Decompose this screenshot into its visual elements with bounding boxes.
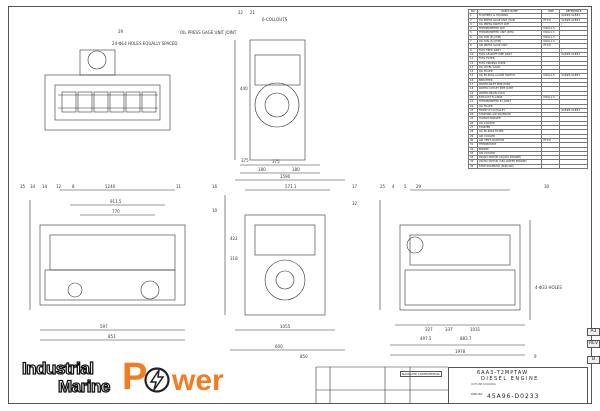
part-name: STOP SOLENOID (RUN-ON) [476, 163, 543, 170]
confidential-stamp: NAVIGATE CONFIDENTIAL [400, 371, 443, 377]
part-reference: SAE#0-SAE#1 [559, 51, 588, 58]
callout: 30 [544, 184, 550, 189]
part-reference: SAE#0-SAE#1 [559, 73, 588, 79]
part-reference: SAE#0-SAE#1 [559, 17, 588, 23]
right-side-engine-view [379, 189, 531, 356]
drawing-number-label: DWG NO [471, 393, 483, 396]
callout: 25 [380, 184, 386, 189]
dimension: 1055 [280, 324, 291, 329]
front-engine-view [224, 179, 345, 351]
callout-label: 6-COLLOUTS [262, 17, 288, 22]
logo-line-1: Industrial [21, 359, 94, 378]
dimension: 375 [272, 159, 280, 164]
dimension: 600 [275, 344, 283, 349]
side-tag: B [587, 356, 600, 364]
dimension: 180 [258, 167, 266, 172]
dimension: 497.5 [420, 336, 432, 341]
callout: 17 [352, 184, 358, 189]
callout-label: OIL PRESS GAGE UNIT JOINT [180, 30, 237, 35]
model-number: 6AA3-T2MPTAW [477, 370, 529, 376]
callout: 16 [212, 184, 218, 189]
callout: 32 [352, 201, 358, 206]
title-block: 6AA3-T2MPTAW DIESEL ENGINE OUTLINE DRAWI… [448, 367, 588, 404]
part-size: M16x1.5 [541, 30, 561, 36]
part-reference [559, 163, 588, 170]
side-tag: A3 [587, 328, 600, 336]
logo-brand-rest: wer [172, 364, 224, 397]
part-size: M16x1.5 [541, 94, 561, 101]
logo-brand-p: P [122, 356, 148, 398]
callout-label: 24-Φ14 HOLES EQUALLY SPACED [112, 41, 178, 46]
callout: 34 [30, 184, 36, 189]
drawing-number: 45A96-D0233 [487, 393, 540, 400]
callout-29: 29 [118, 29, 124, 34]
logo-line-2: Marine [57, 377, 111, 396]
callout: 29 [416, 184, 422, 189]
col-size: SIZE [541, 8, 561, 15]
callout: 5 [404, 184, 407, 189]
dimension: 770 [112, 209, 120, 214]
part-size: PT1/8 [541, 17, 561, 23]
parts-list-header: NO PARTS NAME SIZE REFERENCE [468, 8, 588, 15]
drawing-subtitle: OUTLINE DRAWING [471, 383, 496, 386]
top-left-engine-view [44, 49, 171, 131]
side-tag: REV [587, 340, 600, 348]
callout: 10 [212, 208, 218, 213]
callouts: 22 21 29 OIL PRESS GAGE UNIT JOINT 6-COL… [20, 10, 550, 359]
part-no: 36 [468, 163, 478, 170]
dimension: 180 [292, 167, 300, 172]
dimensions: 375 440 180 180 375 1240 911.5 770 597 8… [100, 86, 562, 359]
dimension: 327 [425, 327, 433, 332]
dimension: 850 [300, 354, 308, 359]
callout-22: 22 [238, 10, 244, 15]
dimension: 1978 [455, 349, 466, 354]
drawing-frame [8, 6, 592, 404]
callout: 11 [176, 184, 182, 189]
callout: 35 [20, 184, 26, 189]
col-reference: REFERENCE [559, 8, 588, 15]
dimension: 911.5 [110, 199, 122, 204]
left-side-engine-view [29, 189, 186, 341]
callout: 9 [534, 354, 537, 359]
part-size: M16x1.5 [541, 39, 561, 45]
top-center-engine-view [234, 39, 320, 174]
part-size: M16x1.5 [541, 73, 561, 79]
dimension: 375 [241, 158, 249, 163]
dimension: 440 [240, 86, 248, 91]
callout: 4 [392, 184, 395, 189]
callout: 14 [42, 184, 48, 189]
part-size [541, 163, 561, 170]
industrial-marine-power-logo: Industrial Marine P wer [21, 356, 232, 400]
part-reference: SAE#0-SAE#1 [559, 107, 588, 114]
dimension: 318 [230, 256, 238, 261]
dimension-note: 4-Φ33 HOLES [535, 285, 562, 290]
dimension: 1240 [105, 184, 116, 189]
dimension: 422 [230, 236, 238, 241]
part-size: M16x1.5 [541, 26, 561, 32]
part-reference: SAE#0-SAE#1 [559, 13, 588, 19]
callout: 8 [72, 184, 75, 189]
dimension: 851 [108, 334, 116, 339]
callout-21: 21 [250, 10, 256, 15]
part-size: M16x1.5 [541, 34, 561, 41]
dimension: 337 [445, 327, 453, 332]
dimension: 1590 [280, 174, 291, 179]
dimension: 1031 [470, 327, 481, 332]
callout: 12 [56, 184, 62, 189]
lightning-bolt-icon [144, 367, 170, 393]
dimension: 883.7 [460, 336, 472, 341]
dimension: 571.1 [285, 184, 297, 189]
dimension: 597 [100, 324, 108, 329]
drawing-title: DIESEL ENGINE [481, 376, 539, 382]
